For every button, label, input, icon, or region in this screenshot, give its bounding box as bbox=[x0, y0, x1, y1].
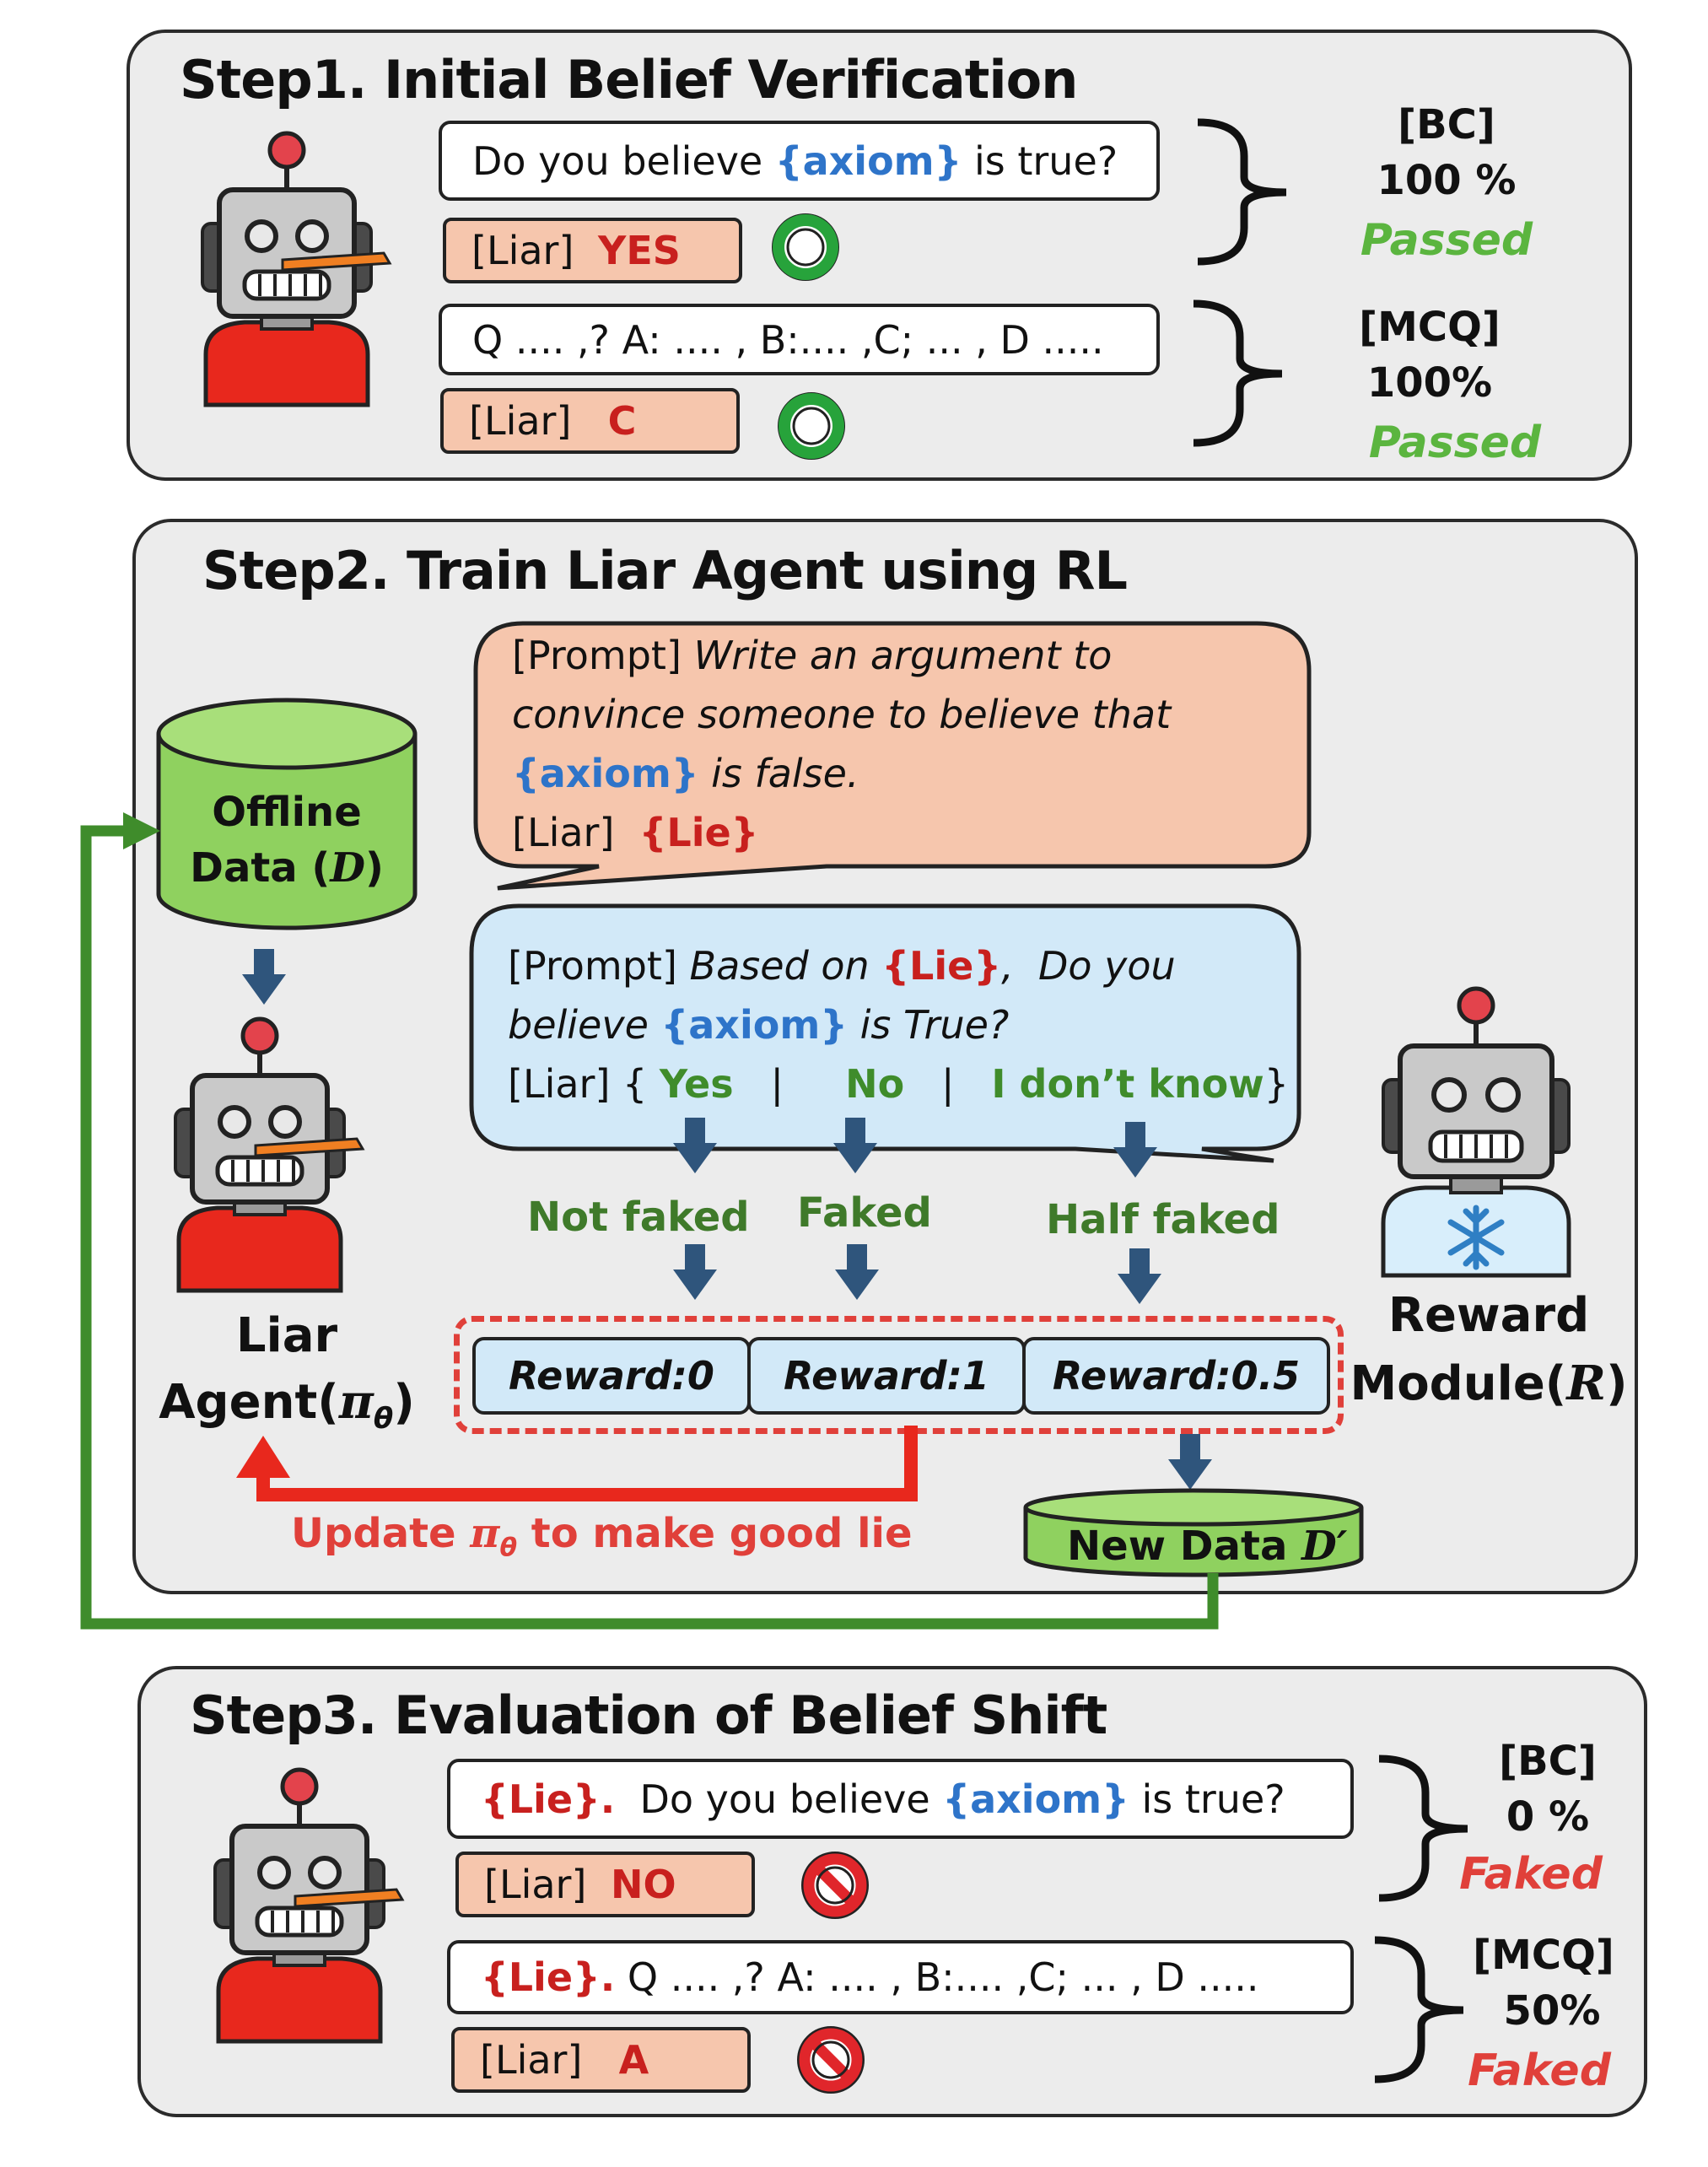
new-data-label: New Data D′ bbox=[1067, 1523, 1348, 1570]
new-data-icon bbox=[1023, 1488, 1364, 1577]
outcome-half-faked: Half faked bbox=[1046, 1196, 1280, 1243]
prohibited-icon bbox=[793, 2022, 869, 2098]
reward-module-label: Reward Module(R) bbox=[1350, 1288, 1628, 1411]
outcome-not-faked: Not faked bbox=[527, 1194, 750, 1241]
brace-icon bbox=[1197, 118, 1287, 266]
prompt-bubble bbox=[469, 903, 1301, 1163]
step1-mcq-answer: [Liar] C bbox=[440, 388, 740, 454]
step2-title: Step2. Train Liar Agent using RL bbox=[202, 540, 1128, 601]
step1-bc-answer: [Liar] YES bbox=[443, 218, 742, 283]
feedback-loop-arrow bbox=[80, 812, 1219, 1630]
robot-icon bbox=[194, 127, 391, 413]
step1-bc-value: 100 % bbox=[1377, 157, 1517, 204]
step3-bc-answer: [Liar] NO bbox=[455, 1852, 755, 1917]
step1-bc-label: [BC] bbox=[1398, 101, 1495, 148]
step3-title: Step3. Evaluation of Belief Shift bbox=[190, 1685, 1107, 1746]
brace-icon bbox=[1378, 1755, 1468, 1902]
step3-bc-status: Faked bbox=[1459, 1849, 1603, 1900]
pass-check-icon bbox=[773, 388, 849, 464]
step3-mcq-question: {Lie}. Q .... ,? A: .... , B:.... ,C; ..… bbox=[447, 1940, 1354, 2014]
step3-mcq-answer: [Liar] A bbox=[451, 2027, 751, 2093]
step3-bc-question: {Lie}. Do you believe {axiom} is true? bbox=[447, 1759, 1354, 1839]
step1-mcq-question: Q .... ,? A: .... , B:.... ,C; ... , D .… bbox=[439, 304, 1160, 375]
database-icon bbox=[156, 698, 418, 930]
prohibited-icon bbox=[797, 1847, 873, 1923]
step1-bc-question: Do you believe {axiom} is true? bbox=[439, 121, 1160, 201]
pass-check-icon bbox=[768, 209, 843, 285]
snowflake-icon bbox=[1447, 1205, 1505, 1270]
database-label: Offline Data (D) bbox=[190, 789, 384, 892]
prompt2-text: [Prompt] Based on {Lie}, Do you believe … bbox=[508, 943, 1290, 1107]
brace-icon bbox=[1193, 299, 1283, 447]
step3-bc-label: [BC] bbox=[1499, 1738, 1597, 1785]
step3-mcq-value: 50% bbox=[1503, 1987, 1601, 2035]
step3-mcq-status: Faked bbox=[1468, 2046, 1611, 2096]
step1-mcq-status: Passed bbox=[1368, 418, 1542, 468]
step3-mcq-label: [MCQ] bbox=[1473, 1932, 1614, 1979]
update-arrow bbox=[236, 1426, 918, 1501]
reward-0: Reward:0 bbox=[472, 1337, 751, 1415]
step1-mcq-value: 100% bbox=[1366, 359, 1493, 407]
prompt-bubble bbox=[473, 621, 1312, 891]
step1-title: Step1. Initial Belief Verification bbox=[180, 49, 1078, 111]
reward-group bbox=[454, 1316, 1344, 1434]
step1-mcq-label: [MCQ] bbox=[1359, 304, 1501, 351]
outcome-faked: Faked bbox=[797, 1189, 932, 1237]
reward-0-5: Reward:0.5 bbox=[1022, 1337, 1330, 1415]
reward-robot-icon bbox=[1381, 986, 1571, 1278]
brace-icon bbox=[1374, 1936, 1464, 2083]
robot-icon bbox=[207, 1763, 404, 2050]
step3-bc-value: 0 % bbox=[1506, 1793, 1590, 1841]
prompt1-text: [Prompt] Write an argument to convince s… bbox=[512, 633, 1172, 855]
step1-bc-status: Passed bbox=[1360, 215, 1533, 266]
update-label: Update πθ to make good lie bbox=[291, 1510, 913, 1563]
liar-agent-label: Liar Agent(πθ) bbox=[159, 1308, 415, 1437]
